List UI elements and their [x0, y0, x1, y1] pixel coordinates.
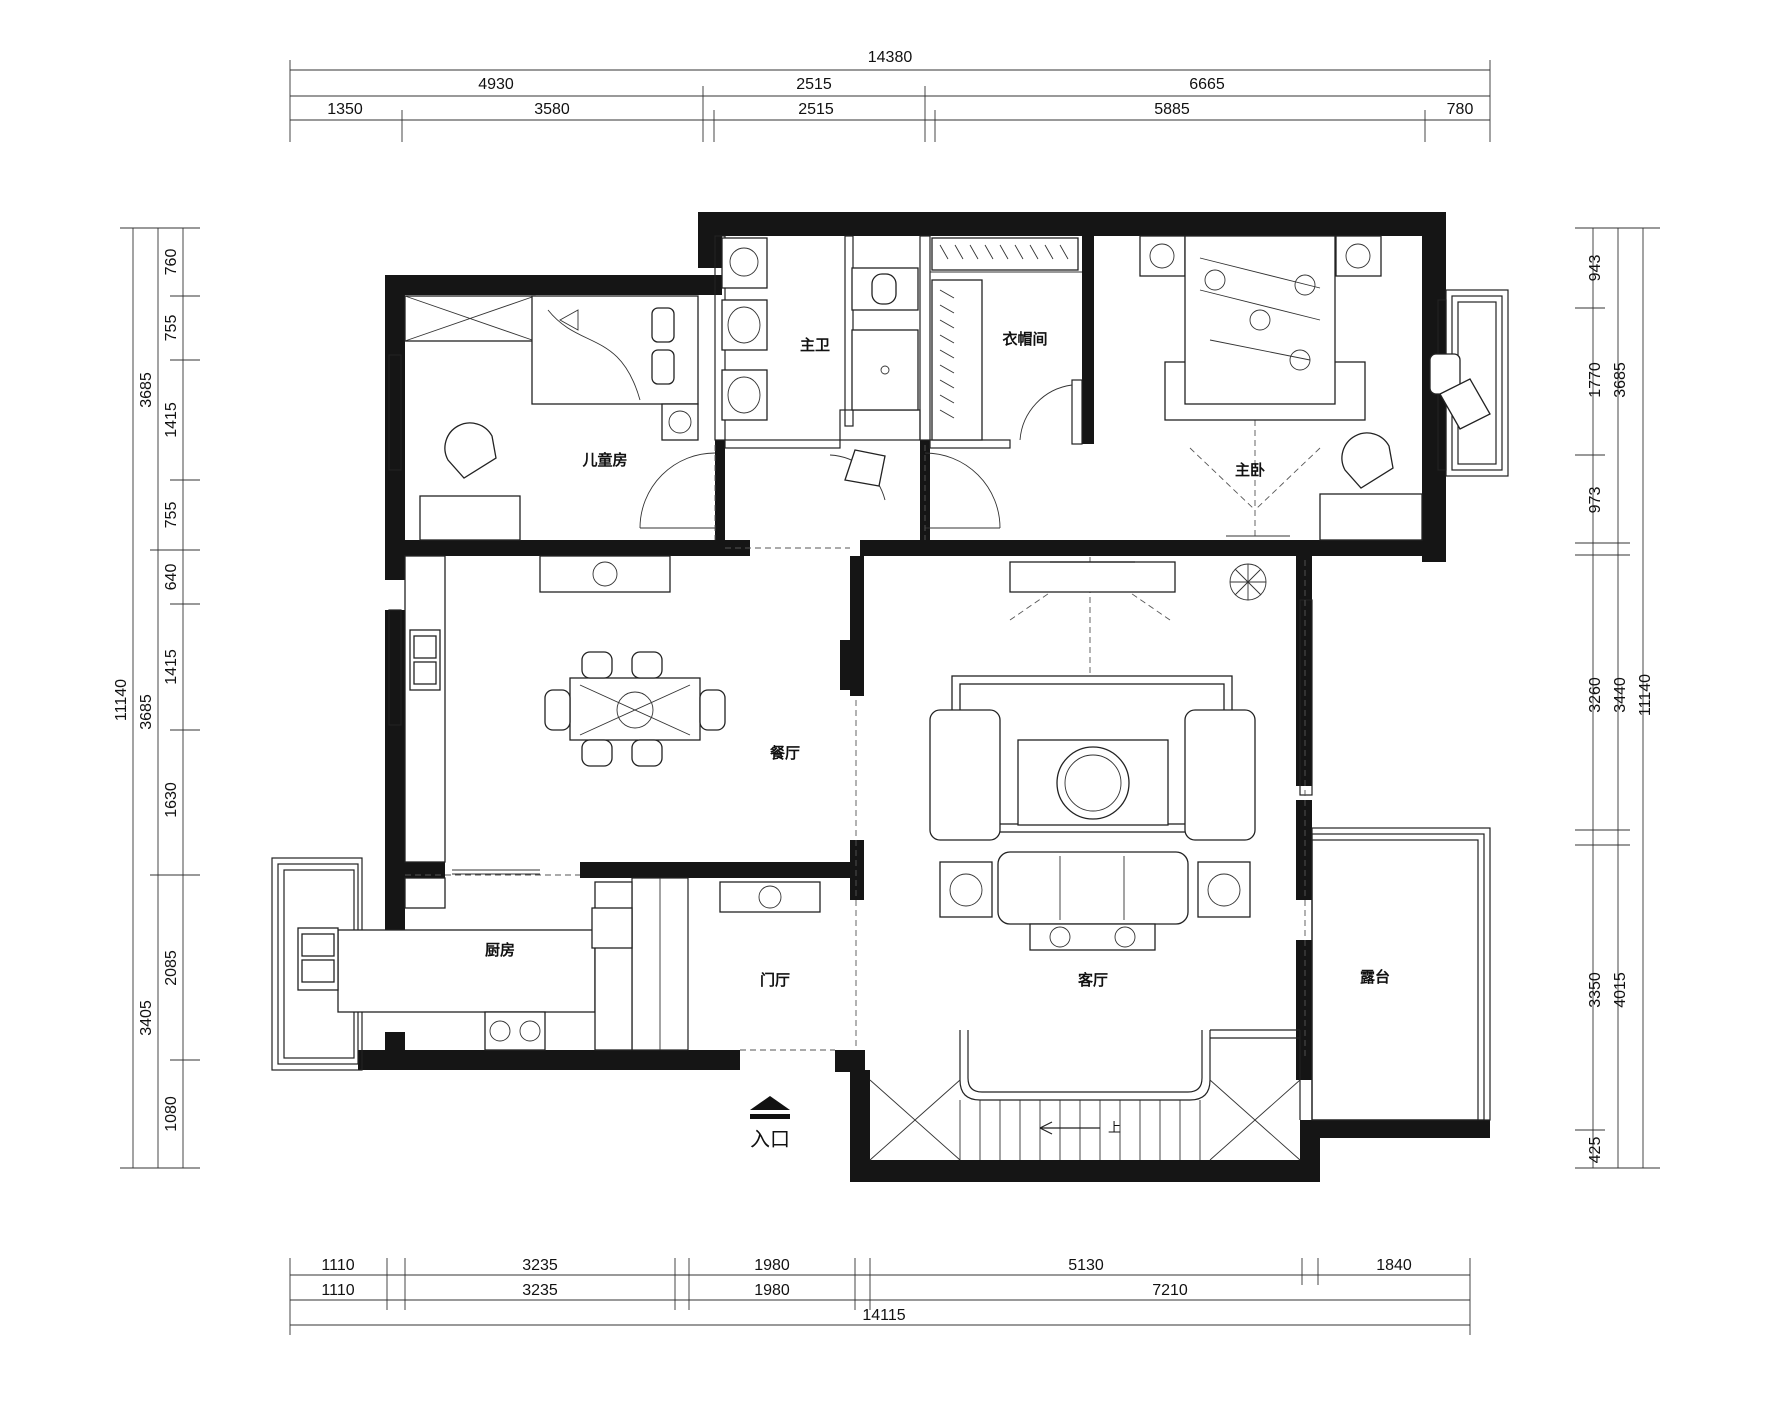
partitions	[631, 235, 1083, 1051]
dim-right-mid-a: 3685	[1612, 362, 1629, 398]
dim-bot-r2-c: 1980	[754, 1282, 790, 1299]
dim-top-r1-b: 2515	[796, 76, 832, 93]
dim-top-r2-c: 2515	[798, 101, 834, 118]
foyer-furniture	[719, 881, 821, 913]
dim-right-total: 11140	[1637, 674, 1654, 716]
dim-left-in-4: 755	[163, 502, 180, 529]
dim-right-mid-b: 3440	[1612, 677, 1629, 713]
stair-up-label: 上	[1108, 1121, 1121, 1136]
dim-top-r2-e: 780	[1447, 101, 1474, 118]
sideboard	[539, 555, 671, 593]
dim-left-in-6: 1415	[163, 649, 180, 685]
label-kids-room: 儿童房	[581, 451, 627, 469]
sofa-left	[929, 709, 1001, 841]
master-bed	[1184, 235, 1336, 405]
dim-bot-r2-b: 3235	[522, 1282, 558, 1299]
dim-right-in-2: 1770	[1587, 362, 1604, 398]
dim-bot-r1-d: 5130	[1068, 1257, 1104, 1274]
dim-right-in-1: 943	[1587, 255, 1604, 282]
dim-top-r2-a: 1350	[327, 101, 363, 118]
master-bath-fixtures	[721, 237, 919, 487]
entrance-label: 入口	[750, 1127, 790, 1151]
bottom-dimensions: 1110 3235 1980 5130 1840 1110 3235 1980 …	[289, 1257, 1471, 1335]
dim-top-r1-a: 4930	[478, 76, 514, 93]
dim-left-mid-b: 3685	[138, 694, 155, 730]
sofa-right	[1184, 709, 1256, 841]
dim-bot-r2-a: 1110	[321, 1282, 354, 1299]
dim-left-total: 11140	[113, 679, 130, 721]
room-labels: 主卫 衣帽间 儿童房 主卧 餐厅 厨房 门厅 客厅 露台	[485, 330, 1390, 989]
stairs: 上	[869, 1029, 1301, 1161]
dim-bot-r1-c: 1980	[754, 1257, 790, 1274]
dim-right-mid-c: 4015	[1612, 972, 1629, 1008]
dim-top-r1-c: 6665	[1189, 76, 1225, 93]
dim-left-in-2: 755	[163, 315, 180, 342]
cloakroom-fixtures	[931, 237, 1079, 441]
dim-top-r2-b: 3580	[534, 101, 570, 118]
dim-left-in-9: 1080	[163, 1096, 180, 1132]
shoe-cabinet	[719, 881, 821, 913]
label-foyer: 门厅	[760, 971, 790, 989]
master-bedroom-furniture	[1139, 235, 1491, 541]
dim-left-in-8: 2085	[163, 950, 180, 986]
kitchen-furniture	[297, 555, 633, 1051]
dim-right-in-5: 3350	[1587, 972, 1604, 1008]
windows	[388, 299, 1447, 796]
dim-left-in-1: 760	[163, 249, 180, 276]
kids-room-furniture	[404, 295, 699, 541]
dim-top-total: 14380	[868, 49, 913, 66]
label-living: 客厅	[1077, 971, 1108, 989]
dim-left-mid-c: 3405	[138, 1000, 155, 1036]
dim-left-in-7: 1630	[163, 782, 180, 818]
label-master-bath: 主卫	[800, 336, 830, 354]
label-cloakroom: 衣帽间	[1002, 330, 1047, 348]
entrance-marker: 入口	[750, 1096, 790, 1151]
left-dimensions: 11140 3685 3685 3405 760 755 1415 755 64…	[113, 227, 200, 1169]
kids-chair	[444, 422, 497, 479]
dim-left-in-3: 1415	[163, 402, 180, 438]
dim-left-mid-a: 3685	[138, 372, 155, 408]
dim-bot-total: 14115	[862, 1307, 905, 1324]
label-terrace: 露台	[1360, 968, 1390, 986]
dim-right-in-4: 3260	[1587, 677, 1604, 713]
living-furniture	[929, 561, 1267, 951]
dim-bot-r2-d: 7210	[1152, 1282, 1188, 1299]
top-dimensions: 14380 4930 2515 6665 1350 3580 2515 5885…	[289, 49, 1491, 142]
kids-desk	[419, 495, 521, 541]
dim-right-in-3: 973	[1587, 487, 1604, 514]
right-dimensions: 943 1770 973 3260 3350 425 3685 3440 401…	[1575, 227, 1660, 1169]
tv-cabinet	[1009, 561, 1176, 593]
dim-bot-r1-b: 3235	[522, 1257, 558, 1274]
label-master-bedroom: 主卧	[1235, 461, 1265, 479]
label-dining: 餐厅	[770, 744, 800, 762]
dim-bot-r1-a: 1110	[321, 1257, 354, 1274]
dim-bot-r1-e: 1840	[1376, 1257, 1412, 1274]
dining-furniture	[539, 555, 726, 767]
dim-top-r2-d: 5885	[1154, 101, 1190, 118]
sofa-main	[997, 851, 1189, 925]
label-kitchen: 厨房	[485, 941, 515, 959]
dim-right-in-6: 425	[1587, 1137, 1604, 1164]
entrance-arrow-icon	[750, 1096, 790, 1110]
dim-left-in-5: 640	[163, 564, 180, 591]
